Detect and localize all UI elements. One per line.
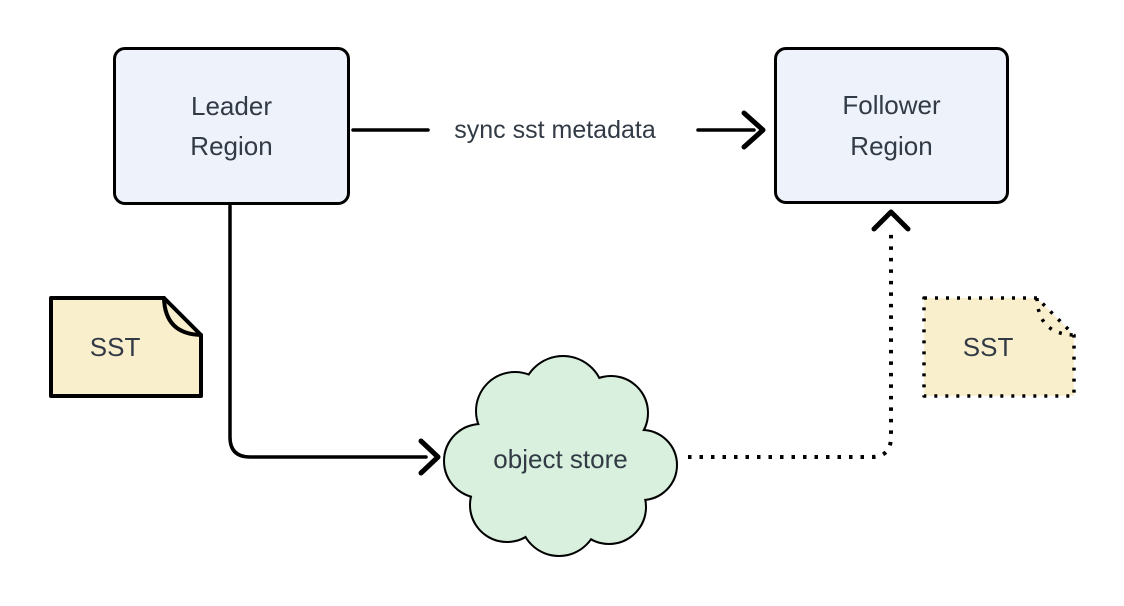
node-follower-region-label: Follower Region xyxy=(842,90,941,161)
node-leader-region-label: Leader Region xyxy=(190,90,273,161)
note-sst-source-label: SST xyxy=(89,331,141,362)
note-sst-replica: SST xyxy=(921,295,1077,399)
edge-sync-label: sync sst metadata xyxy=(454,116,656,144)
edge-sync-arrowhead-icon xyxy=(741,110,766,150)
note-sst-source-fold xyxy=(162,296,203,337)
note-sst-replica-label: SST xyxy=(962,331,1014,362)
edge-upload xyxy=(228,204,441,476)
edge-upload-path xyxy=(228,204,428,459)
edge-sync xyxy=(351,110,766,150)
note-sst-replica-shape xyxy=(922,296,1076,398)
node-follower-region: Follower Region xyxy=(774,47,1009,204)
note-sst-source-body xyxy=(49,296,203,398)
node-object-store-label: object store xyxy=(493,443,628,474)
cloud-fill xyxy=(445,357,676,555)
edge-download-arrowhead-icon xyxy=(871,209,911,232)
edge-upload-arrowhead-icon xyxy=(418,438,441,476)
note-sst-source: SST xyxy=(48,295,204,399)
node-leader-region: Leader Region xyxy=(113,47,350,205)
edge-download xyxy=(688,209,911,459)
note-sst-source-shape xyxy=(49,296,203,398)
object-store-cloud-shape xyxy=(443,355,678,557)
node-object-store: object store xyxy=(441,355,680,559)
note-sst-replica-body xyxy=(922,296,1076,398)
edge-download-path xyxy=(688,233,893,459)
